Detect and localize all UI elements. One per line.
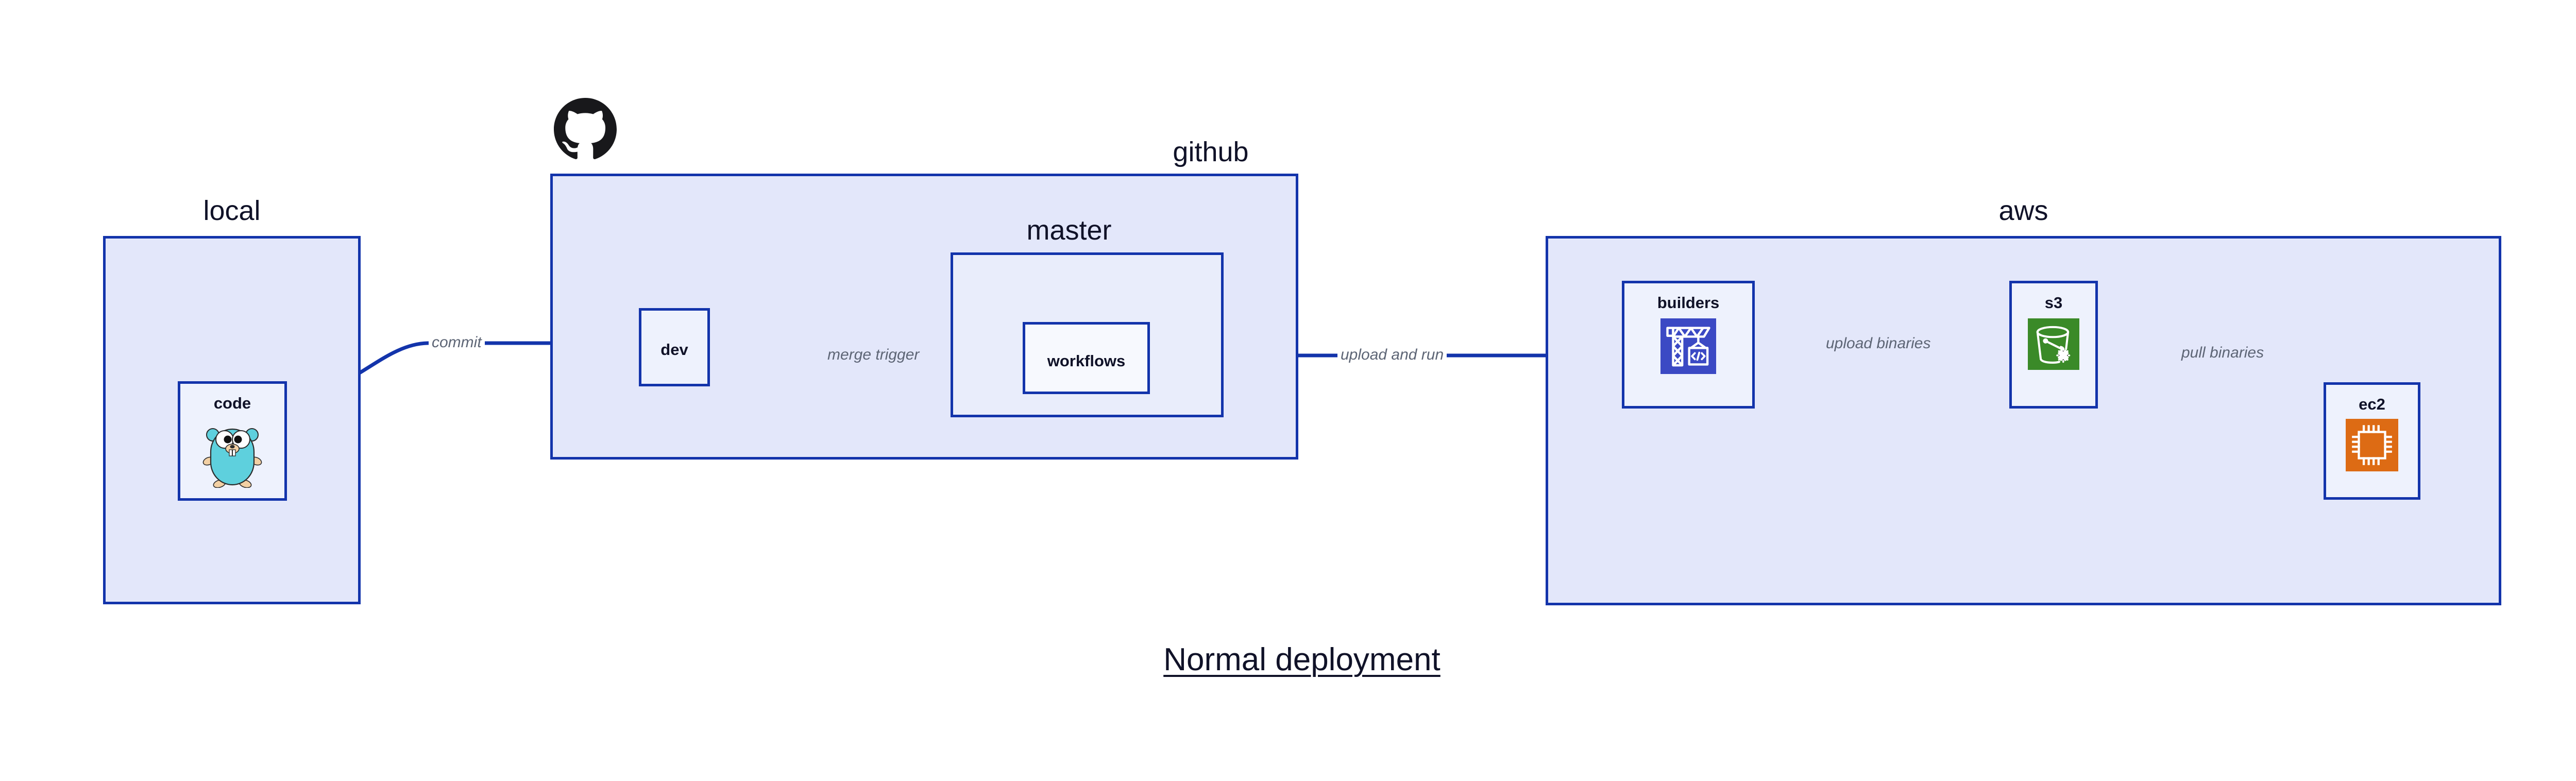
- container-label-github: github: [1173, 137, 1249, 167]
- node-dev[interactable]: dev: [639, 308, 710, 386]
- node-ec2[interactable]: ec2: [2324, 382, 2420, 500]
- node-label-code: code: [213, 394, 251, 412]
- node-builders[interactable]: builders: [1622, 281, 1755, 409]
- container-local: [103, 236, 361, 604]
- node-s3[interactable]: s3: [2009, 281, 2098, 409]
- edge-label-merge-trigger: merge trigger: [824, 347, 923, 363]
- github-octocat-icon: [554, 98, 617, 161]
- page-title: Normal deployment: [1163, 642, 1440, 677]
- edge-label-commit: commit: [429, 335, 485, 350]
- node-label-dev: dev: [660, 341, 688, 359]
- crane-code-icon: [1660, 318, 1716, 374]
- edge-label-upload-binaries: upload binaries: [1823, 336, 1934, 351]
- node-label-s3: s3: [2044, 294, 2063, 312]
- node-label-builders: builders: [1657, 294, 1720, 312]
- subcontainer-label-master: master: [1026, 215, 1112, 246]
- edge-label-upload-and-run: upload and run: [1337, 347, 1447, 363]
- container-label-local: local: [203, 195, 261, 226]
- node-code[interactable]: code: [178, 381, 287, 501]
- edge-label-pull-binaries: pull binaries: [2178, 345, 2267, 361]
- node-label-workflows: workflows: [1047, 352, 1126, 370]
- container-label-aws: aws: [1998, 195, 2048, 226]
- node-workflows[interactable]: workflows: [1023, 322, 1150, 394]
- go-gopher-icon: [202, 421, 263, 488]
- node-label-ec2: ec2: [2359, 395, 2385, 413]
- cpu-chip-icon: [2346, 419, 2398, 471]
- s3-bucket-icon: [2028, 318, 2079, 370]
